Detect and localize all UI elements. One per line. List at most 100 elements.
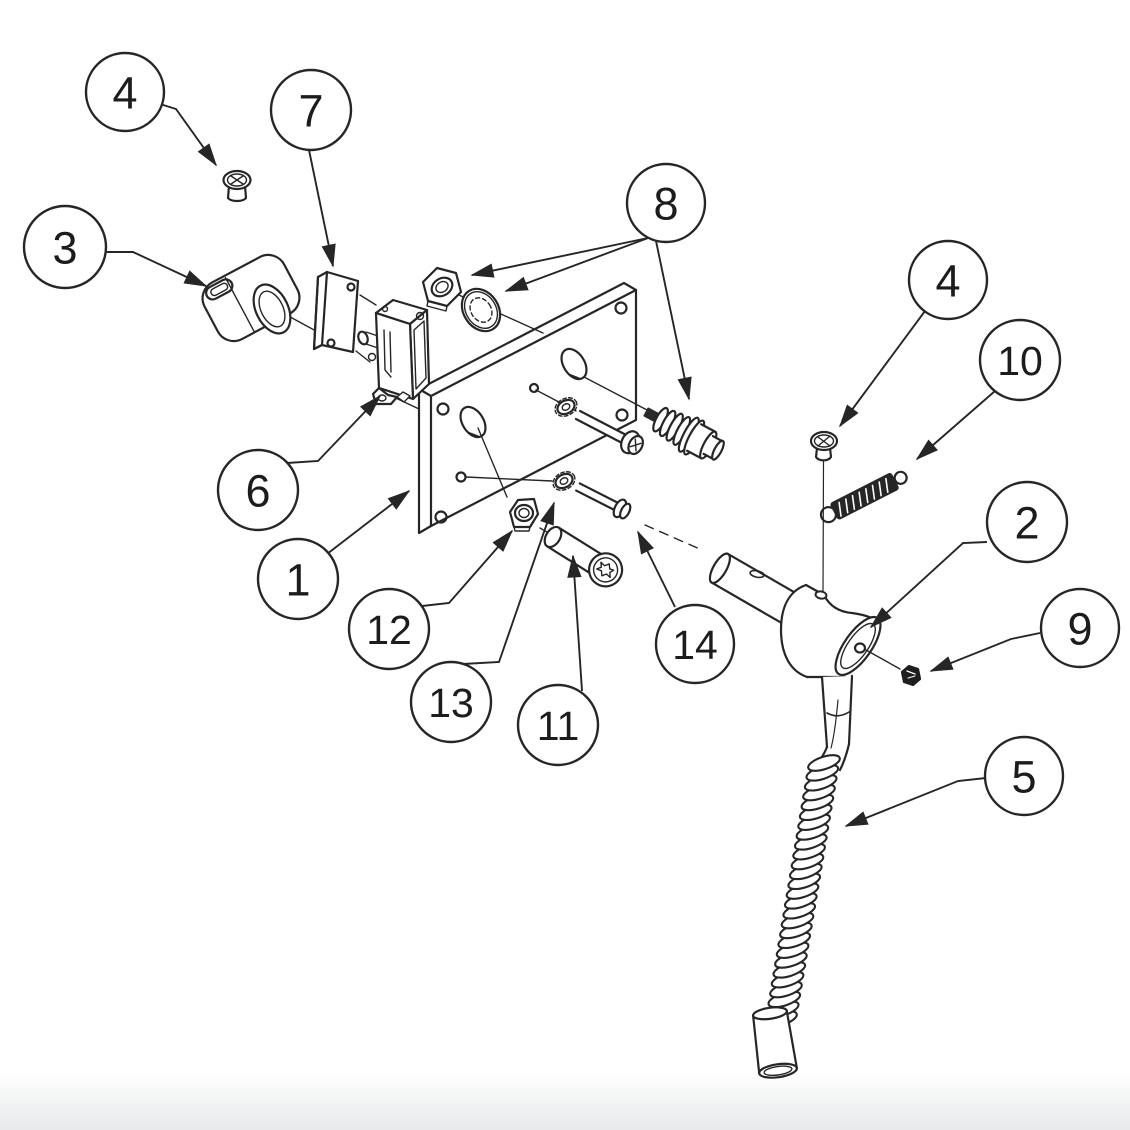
leader-line	[462, 502, 555, 665]
callout-13: 13	[409, 501, 555, 744]
balloon-number: 13	[428, 680, 474, 726]
hose-ferrule	[752, 1006, 798, 1079]
part-socket-head-screw	[543, 525, 624, 588]
balloon-circle	[347, 587, 431, 671]
leader-line	[286, 395, 381, 464]
part-machine-screw-upper	[574, 409, 645, 456]
arrowhead-icon	[492, 529, 514, 552]
balloon-circle	[1039, 587, 1121, 669]
arrowhead-icon	[183, 270, 208, 287]
callout-4-right: 4	[838, 239, 989, 428]
part-hex-nut	[508, 497, 540, 532]
part-gasket-plate	[312, 270, 360, 354]
arrowhead-icon	[637, 530, 654, 555]
leader-line	[839, 310, 926, 427]
arrowhead-icon	[197, 143, 217, 167]
bottom-shadow-band	[0, 1072, 1130, 1130]
balloon-circle	[269, 68, 353, 152]
callout-8: 8	[470, 162, 707, 401]
balloon-circle	[978, 318, 1062, 402]
arm-pin-hole	[749, 569, 765, 579]
balloon-number: 11	[537, 703, 580, 749]
callout-1: 1	[256, 489, 411, 621]
balloon-circle	[84, 51, 166, 133]
arrowhead-icon	[359, 394, 382, 417]
balloon-number: 4	[935, 256, 960, 307]
arrowhead-icon	[869, 607, 892, 629]
balloon-circle	[216, 448, 300, 532]
plate-hole-d	[528, 382, 540, 394]
balloon-circle	[654, 603, 736, 685]
arrowhead-icon	[838, 404, 859, 428]
callout-2: 2	[869, 480, 1069, 629]
leader-line	[106, 251, 207, 287]
arrowhead-icon	[540, 501, 555, 526]
arrowhead-icon	[915, 439, 938, 461]
hidden-axis-dashed	[644, 524, 703, 551]
arrowhead-icon	[387, 489, 411, 510]
callout-9: 9	[929, 587, 1121, 672]
balloon-circle	[983, 735, 1065, 817]
balloon-number: 6	[245, 466, 270, 517]
part-switch-block	[357, 298, 431, 406]
arrowhead-icon	[844, 811, 869, 827]
balloon-number: 5	[1011, 752, 1036, 803]
leader-line	[471, 237, 649, 276]
balloon-number: 14	[672, 622, 718, 668]
balloon-circle	[22, 204, 108, 290]
arrowhead-icon	[470, 263, 495, 278]
callout-12: 12	[347, 529, 514, 671]
callout-4-top: 4	[84, 51, 217, 167]
arrowhead-icon	[567, 554, 582, 578]
callout-3: 3	[22, 204, 208, 290]
leader-line	[159, 103, 217, 166]
balloon-circle	[985, 480, 1069, 564]
part-handle-hub	[708, 552, 901, 772]
part-serrated-lock-nut	[552, 471, 576, 491]
leader-line	[421, 530, 513, 607]
part-tooth-lock-washer	[460, 287, 502, 333]
balloon-circle	[907, 239, 989, 321]
balloon-circle	[256, 537, 340, 621]
arrowhead-icon	[321, 243, 336, 268]
leader-line	[655, 240, 690, 400]
callout-7: 7	[269, 68, 353, 268]
balloon-circle	[625, 162, 707, 244]
balloon-number: 9	[1067, 604, 1092, 655]
callout-10: 10	[915, 318, 1062, 461]
arrowhead-icon	[504, 276, 529, 292]
leader-line	[930, 632, 1041, 672]
arrowhead-icon	[929, 656, 954, 672]
part-mounting-plate	[417, 281, 638, 535]
balloon-number: 1	[285, 555, 310, 606]
callout-5: 5	[844, 735, 1065, 827]
balloon-number: 2	[1014, 498, 1039, 549]
arrowhead-icon	[677, 376, 692, 401]
leader-line	[505, 237, 649, 292]
part-set-screw	[900, 664, 922, 687]
balloon-circle	[409, 660, 493, 744]
leader-line	[845, 777, 987, 827]
balloon-number: 3	[52, 223, 77, 274]
balloon-number: 7	[298, 86, 323, 137]
part-pan-head-screw-top	[222, 169, 252, 203]
callout-6: 6	[216, 394, 382, 532]
leader-line	[572, 555, 583, 692]
callout-balloons: 4 7 8 3 4 10 2 9 61 12 13 11 14 5	[22, 51, 1121, 827]
callout-14: 14	[637, 530, 736, 685]
part-pan-head-screw-right	[809, 430, 839, 594]
hub-top-hole	[814, 590, 828, 600]
part-cable-coupling	[201, 253, 301, 343]
balloon-number: 4	[112, 68, 137, 119]
part-stud-with-washer	[575, 482, 632, 520]
part-extension-spring	[819, 470, 908, 524]
balloon-number: 12	[366, 607, 412, 653]
plate-keyhole-b	[560, 347, 588, 381]
parts-artwork	[201, 169, 922, 1079]
part-hex-jam-nut	[421, 266, 463, 312]
balloon-number: 10	[997, 338, 1043, 384]
part-serrated-nut-upper	[554, 397, 578, 417]
part-push-button	[643, 406, 725, 461]
